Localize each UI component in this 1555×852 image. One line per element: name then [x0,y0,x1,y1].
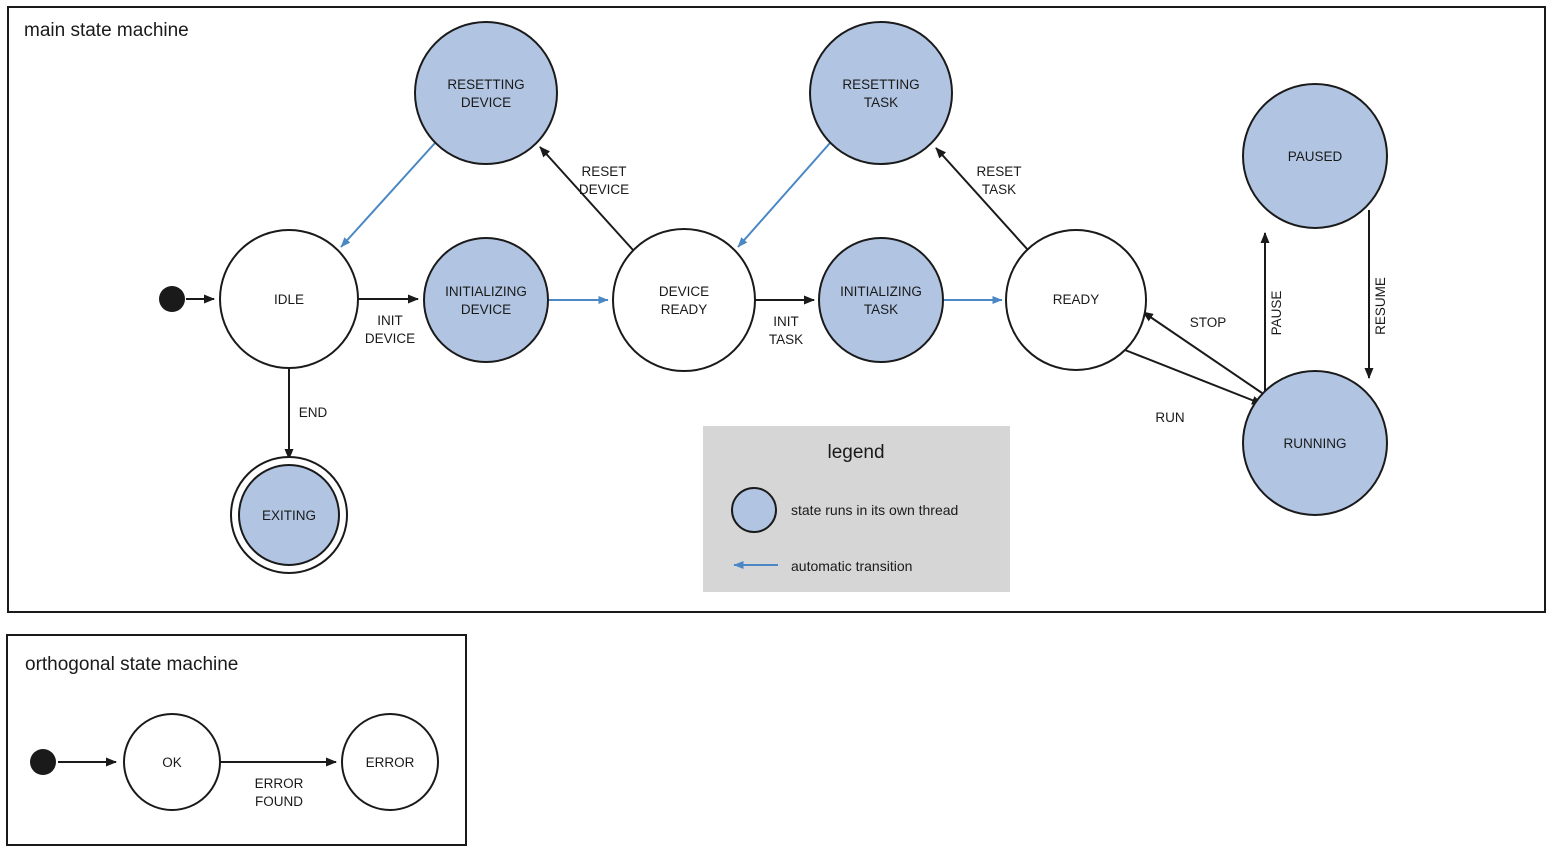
legend-label-automatic-transition: automatic transition [791,558,912,574]
state-circle-initializing-device [423,237,549,363]
transition-auto-reset-device-ready [737,142,831,248]
edge-label-init-task-line1: INIT [773,314,799,329]
legend: legend state runs in its own thread auto… [703,426,1010,592]
state-circle-ready [1005,229,1147,371]
state-node-initializing-device[interactable]: INITIALIZING DEVICE [423,237,549,363]
state-label-initializing-task-line1: INITIALIZING [840,284,922,299]
state-label-device-ready-line1: DEVICE [659,284,709,299]
state-node-device-ready[interactable]: DEVICE READY [612,228,756,372]
state-label-device-ready-line2: READY [661,302,708,317]
edge-label-init-task-line2: TASK [769,332,803,347]
transition-stop [1142,311,1263,394]
state-label-paused: PAUSED [1288,149,1343,164]
state-circle-initializing-task [818,237,944,363]
state-label-resetting-device-line2: DEVICE [461,95,511,110]
transition-reset-device [539,146,634,251]
initial-state-marker-main [159,286,185,312]
main-frame-title: main state machine [24,20,189,41]
state-label-error: ERROR [366,755,415,770]
state-node-ready[interactable]: READY [1005,229,1147,371]
state-circle-paused [1242,83,1388,229]
edge-label-pause: PAUSE [1269,291,1284,336]
state-label-resetting-task-line1: RESETTING [842,77,919,92]
state-label-initializing-task-line2: TASK [864,302,898,317]
state-circle-ok [123,713,221,811]
edge-label-init-device-line2: DEVICE [365,331,415,346]
state-label-idle: IDLE [274,292,304,307]
orthogonal-frame-title: orthogonal state machine [25,654,238,675]
edge-label-reset-device-line2: DEVICE [579,182,629,197]
state-node-initializing-task[interactable]: INITIALIZING TASK [818,237,944,363]
edge-label-end: END [299,405,328,420]
state-label-initializing-device-line2: DEVICE [461,302,511,317]
legend-blue-circle-icon [731,487,777,533]
transition-auto-reset-idle [340,142,436,248]
edge-label-reset-device-line1: RESET [581,164,626,179]
transition-run [1124,349,1263,405]
legend-label-threaded-state: state runs in its own thread [791,502,958,518]
state-label-resetting-task-line2: TASK [864,95,898,110]
state-circle-error [341,713,439,811]
state-circle-resetting-task [809,21,953,165]
edge-label-stop: STOP [1190,315,1227,330]
state-node-idle[interactable]: IDLE [219,229,359,369]
edge-label-init-device-line1: INIT [377,313,403,328]
state-circle-device-ready [612,228,756,372]
state-label-running: RUNNING [1284,436,1347,451]
edge-label-reset-task-line1: RESET [976,164,1021,179]
edge-label-error-found-line2: FOUND [255,794,303,809]
main-frame-border [7,6,1546,613]
edge-label-error-found-line1: ERROR [255,776,304,791]
state-node-resetting-task[interactable]: RESETTING TASK [809,21,953,165]
edge-label-resume: RESUME [1373,277,1388,335]
state-node-running[interactable]: RUNNING [1242,370,1388,516]
state-label-initializing-device-line1: INITIALIZING [445,284,527,299]
edge-label-reset-task-line2: TASK [982,182,1016,197]
legend-item-automatic-transition: automatic transition [733,558,912,574]
state-node-ok[interactable]: OK [123,713,221,811]
state-node-paused[interactable]: PAUSED [1242,83,1388,229]
edge-label-run: RUN [1155,410,1184,425]
state-circle-resetting-device [414,21,558,165]
state-circle-running [1242,370,1388,516]
state-label-exiting: EXITING [262,508,316,523]
state-label-resetting-device-line1: RESETTING [447,77,524,92]
transition-reset-task [935,147,1029,251]
initial-state-marker-orthogonal [30,749,56,775]
legend-item-threaded-state: state runs in its own thread [731,487,958,533]
state-circle-idle [219,229,359,369]
orthogonal-frame-border [6,634,467,846]
legend-title: legend [827,442,884,463]
state-label-ready: READY [1053,292,1100,307]
state-circle-exiting-inner [238,464,340,566]
state-node-error[interactable]: ERROR [341,713,439,811]
state-node-exiting[interactable]: EXITING [230,456,348,574]
state-node-resetting-device[interactable]: RESETTING DEVICE [414,21,558,165]
state-label-ok: OK [162,755,182,770]
